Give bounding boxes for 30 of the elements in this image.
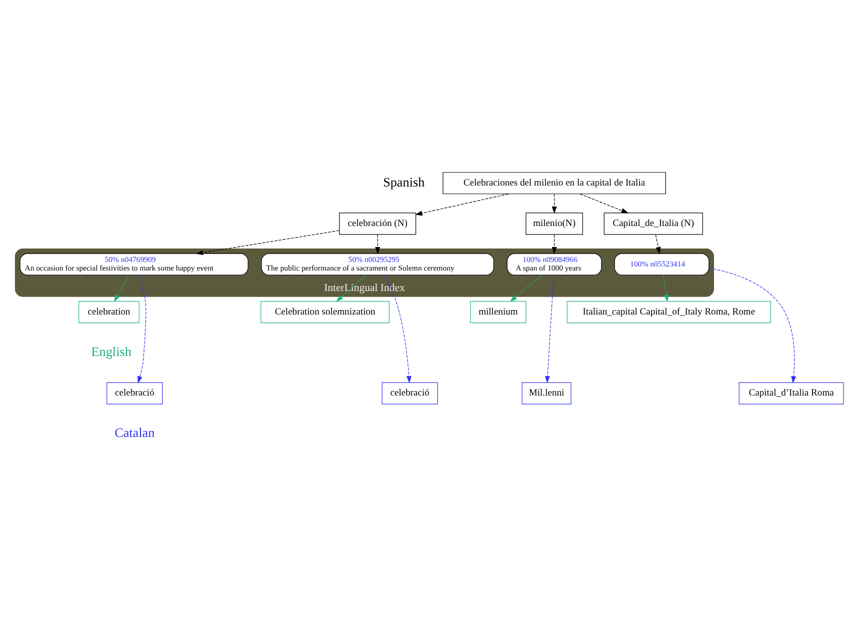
node-box: celebració [106,382,163,404]
arrow [510,274,542,302]
node-box: celebración (N) [339,212,416,235]
node-box: Capital_de_Italia (N) [604,212,703,235]
arrow [196,230,340,256]
node-box: milenio(N) [526,212,583,235]
arrow [138,274,146,384]
label: English [91,344,132,360]
arrow [552,234,557,254]
node-box: Mil.lenni [522,382,572,404]
arrow [384,274,412,384]
arrow [114,274,129,302]
node-box: Italian_capital Capital_of_Italy Roma, Rome [566,301,772,324]
node-box: celebració [382,382,438,404]
node-box: Capital_d’Italia Roma [738,382,844,404]
node-box: millenium [470,301,526,324]
arrow [336,274,366,302]
arrow [663,274,669,302]
arrow [552,194,557,214]
arrow [655,234,661,254]
arrow [708,268,796,384]
node-box: Celebration solemnization [260,301,390,324]
label: Spanish [383,174,425,190]
arrow [545,274,554,384]
label: Catalan [114,425,155,440]
arrow [415,194,509,216]
arrow [375,234,380,254]
arrow [580,194,629,214]
node-box: celebration [78,301,140,324]
node-box: Celebraciones del milenio en la capital de Italia [442,172,666,194]
